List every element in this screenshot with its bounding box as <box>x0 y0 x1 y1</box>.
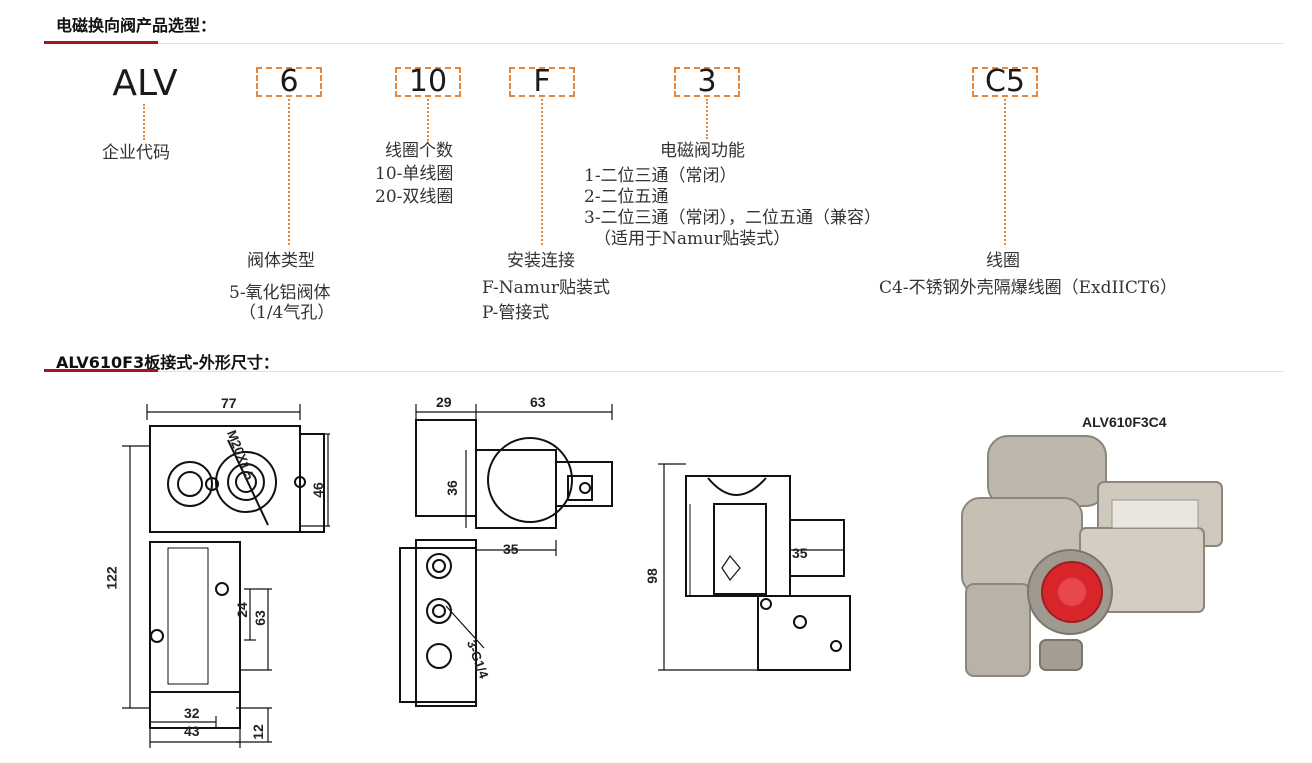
connector-c5 <box>1004 99 1006 245</box>
drawing-side-view <box>399 404 613 707</box>
desc-install-title: 安装连接 <box>507 251 575 271</box>
desc-body-2: （1/4气孔） <box>239 303 335 323</box>
desc-company-code: 企业代码 <box>102 143 170 163</box>
desc-coil-1: C4-不锈钢外壳隔爆线圈（ExdIICT6） <box>879 278 1178 298</box>
desc-function-4: （适用于Namur贴装式） <box>594 229 791 249</box>
dim-35b: 35 <box>792 545 808 561</box>
code-box-10: 10 <box>395 67 461 97</box>
section-title-dimensions: ALV610F3板接式-外形尺寸： <box>56 353 279 372</box>
drawing-front-view <box>122 404 330 748</box>
desc-body-1: 5-氧化铝阀体 <box>229 283 331 303</box>
connector-6 <box>288 99 290 245</box>
desc-body-title: 阀体类型 <box>247 251 315 271</box>
dim-36: 36 <box>443 480 460 496</box>
dim-29: 29 <box>436 394 452 410</box>
section-accent-bar <box>44 41 158 44</box>
section-divider-2 <box>44 371 1284 372</box>
desc-function-2: 2-二位五通 <box>584 187 669 207</box>
dim-43: 43 <box>184 723 200 739</box>
desc-coil-count-1: 10-单线圈 <box>375 164 454 184</box>
dim-77: 77 <box>221 395 237 411</box>
connector-alv <box>143 104 145 140</box>
section-accent-bar-2 <box>44 369 158 372</box>
drawing-rear-view <box>658 463 851 671</box>
desc-install-1: F-Namur贴装式 <box>482 278 610 298</box>
dim-98: 98 <box>643 568 660 584</box>
dim-122: 122 <box>103 566 120 590</box>
desc-function-title: 电磁阀功能 <box>660 141 745 161</box>
desc-coil-count-title: 线圈个数 <box>385 141 453 161</box>
connector-10 <box>427 99 429 141</box>
dim-35: 35 <box>503 541 519 557</box>
desc-function-3: 3-二位三通（常闭），二位五通（兼容） <box>584 208 882 228</box>
dim-63b: 63 <box>530 394 546 410</box>
code-alv: ALV <box>112 63 178 104</box>
connector-3 <box>706 99 708 139</box>
product-photo <box>961 435 1223 677</box>
desc-coil-title: 线圈 <box>986 251 1020 271</box>
section-title-selection: 电磁换向阀产品选型： <box>56 16 217 35</box>
code-box-6: 6 <box>256 67 322 97</box>
dim-24: 24 <box>233 602 250 618</box>
code-box-3: 3 <box>674 67 740 97</box>
dim-32: 32 <box>184 705 200 721</box>
connector-f <box>541 99 543 245</box>
code-box-f: F <box>509 67 575 97</box>
code-box-c5: C5 <box>972 67 1038 97</box>
dim-46: 46 <box>309 482 326 498</box>
desc-function-1: 1-二位三通（常闭） <box>584 166 737 186</box>
desc-install-2: P-管接式 <box>482 303 550 323</box>
section-divider <box>44 43 1284 44</box>
dim-63: 63 <box>251 610 268 626</box>
desc-coil-count-2: 20-双线圈 <box>375 187 454 207</box>
dim-12: 12 <box>249 724 266 740</box>
photo-caption: ALV610F3C4 <box>1082 414 1167 430</box>
